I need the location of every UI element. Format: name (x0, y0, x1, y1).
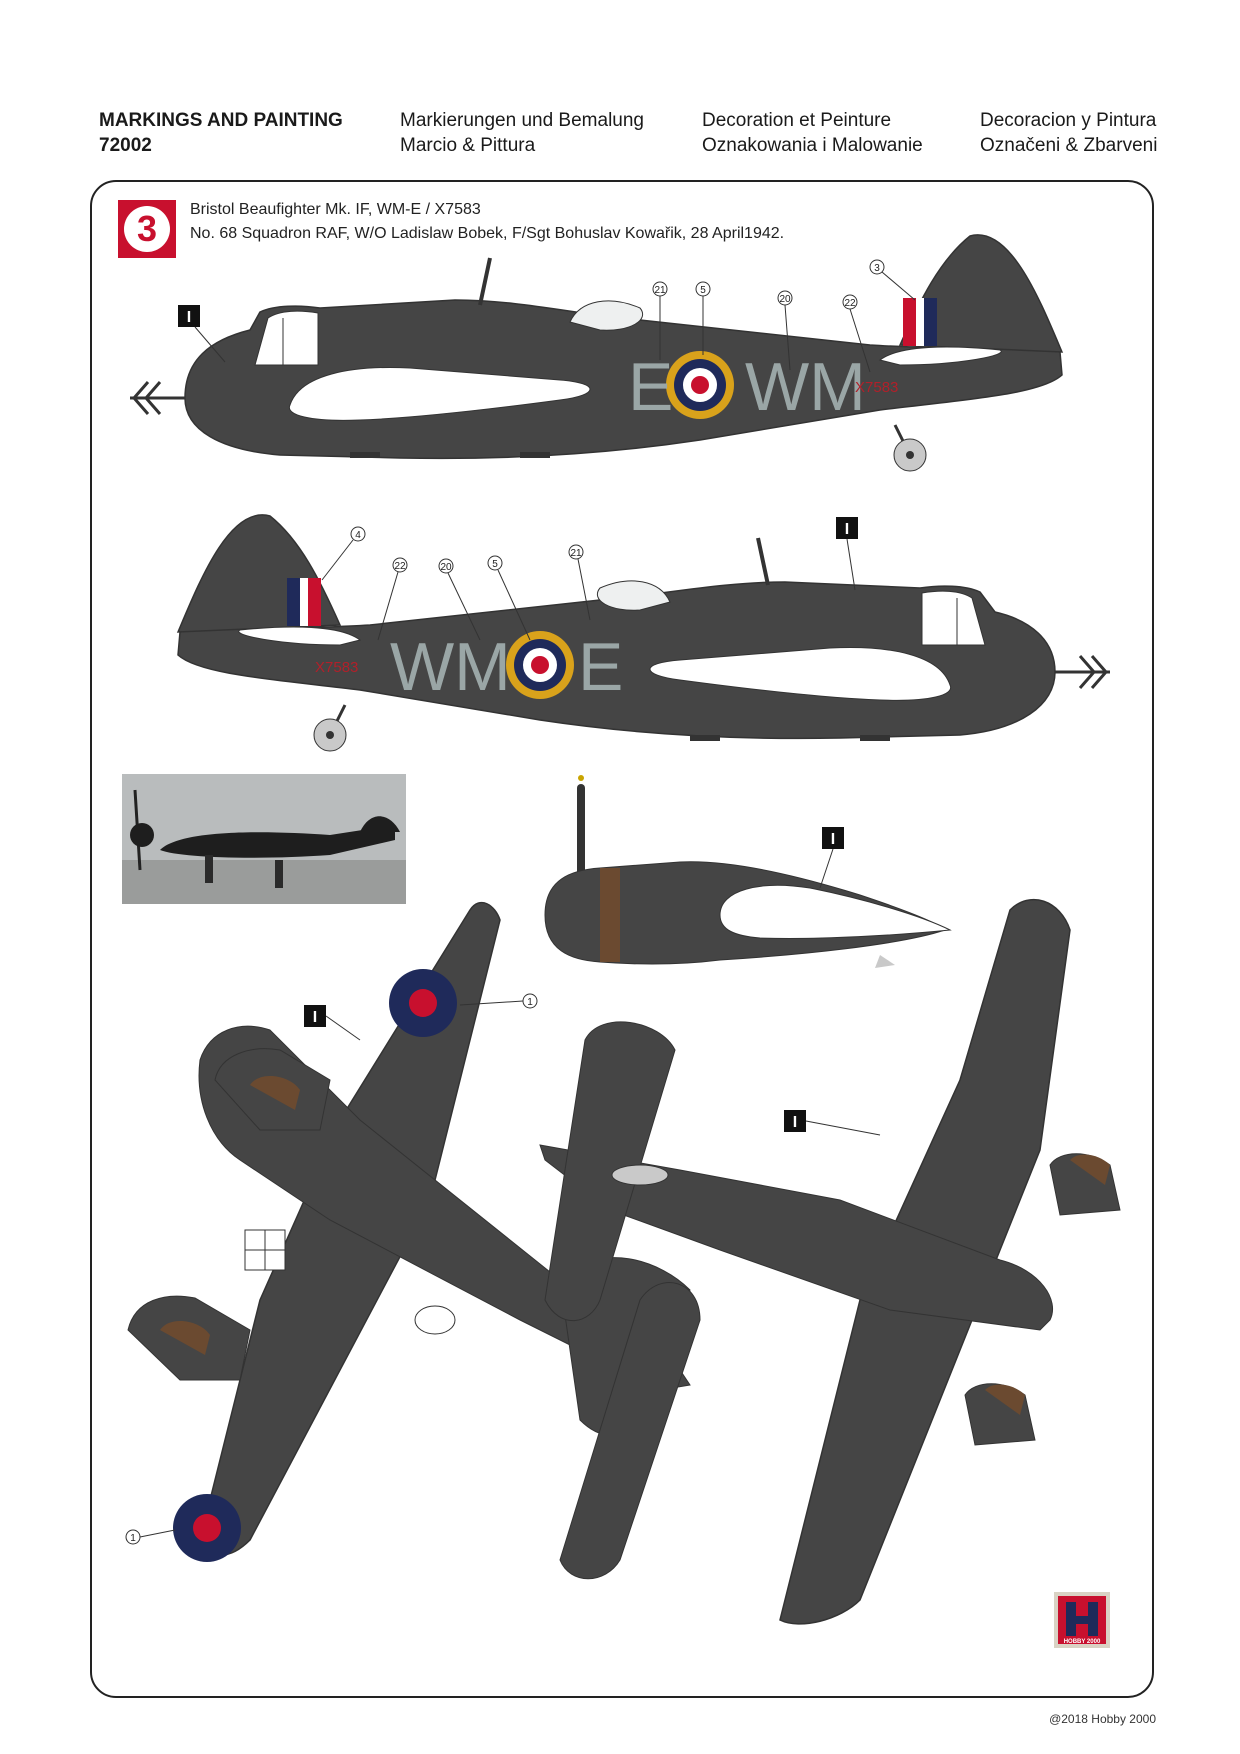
scheme-number-badge: 3 (118, 200, 176, 258)
svg-text:20: 20 (779, 294, 791, 305)
caption-unit: No. 68 Squadron RAF, W/O Ladislaw Bobek,… (190, 225, 785, 242)
caption-aircraft: Bristol Beaufighter Mk. IF, WM-E / X7583 (190, 201, 481, 218)
header-spanish: Decoracion y Pintura (980, 110, 1157, 131)
scheme-number: 3 (136, 208, 158, 249)
code-letter-right-side: E (578, 629, 623, 705)
svg-text:4: 4 (355, 530, 361, 541)
nacelle-side-view: I (544, 775, 952, 968)
svg-text:5: 5 (700, 285, 706, 296)
code-letters-right-side: WM (390, 629, 511, 705)
header-czech: Označeni & Zbarveni (980, 135, 1158, 156)
serial-number: X7583 (855, 379, 898, 396)
svg-text:3: 3 (874, 263, 880, 274)
hobby-2000-logo: HOBBY 2000 (1054, 1592, 1110, 1648)
copyright-notice: @2018 Hobby 2000 (1049, 1712, 1156, 1726)
header-french: Decoration et Peinture (702, 110, 892, 131)
svg-text:5: 5 (492, 559, 498, 570)
kit-number: 72002 (99, 135, 152, 156)
callout-group-right: 4 22 20 5 21 (321, 526, 591, 641)
reference-photo (122, 774, 406, 904)
svg-text:21: 21 (654, 285, 666, 296)
svg-text:21: 21 (570, 548, 582, 559)
side-profile-left: E WM X7583 I 21 5 20 22 3 (130, 234, 1064, 472)
svg-text:22: 22 (844, 298, 856, 309)
nose-antenna-icon (130, 381, 185, 415)
header-column-english: MARKINGS AND PAINTING 72002 (99, 108, 343, 158)
header-polish: Oznakowania i Malowanie (702, 135, 923, 156)
side-profile-right: WM E X7583 I 4 22 20 5 21 (176, 514, 1110, 752)
header-german: Markierungen und Bemalung (400, 110, 644, 131)
colour-key-label: I (187, 309, 191, 326)
callout-group-left: 21 5 20 22 3 (652, 259, 916, 373)
svg-text:20: 20 (440, 562, 452, 573)
serial-number-right: X7583 (315, 659, 358, 676)
svg-text:1: 1 (527, 997, 533, 1008)
header-column-german-italian: Markierungen und Bemalung Marcio & Pittu… (400, 108, 644, 158)
colour-key-label: I (793, 1114, 797, 1131)
bottom-view: I (539, 899, 1121, 1625)
header-italian: Marcio & Pittura (400, 135, 536, 156)
svg-text:1: 1 (130, 1533, 136, 1544)
scheme-caption: Bristol Beaufighter Mk. IF, WM-E / X7583… (190, 198, 784, 246)
svg-text:22: 22 (394, 561, 406, 572)
code-letter-left: E (628, 349, 673, 425)
code-letters-right: WM (745, 349, 866, 425)
scheme-frame (90, 180, 1154, 1698)
colour-key-label: I (831, 831, 835, 848)
header-column-spanish-czech: Decoracion y Pintura Označeni & Zbarveni (980, 108, 1157, 158)
colour-key-label: I (313, 1009, 317, 1026)
nose-antenna-icon (1055, 655, 1110, 689)
logo-text: HOBBY 2000 (1064, 1639, 1101, 1645)
header-title: MARKINGS AND PAINTING (99, 110, 343, 131)
colour-key-label: I (845, 521, 849, 538)
header-column-french-polish: Decoration et Peinture Oznakowania i Mal… (702, 108, 923, 158)
